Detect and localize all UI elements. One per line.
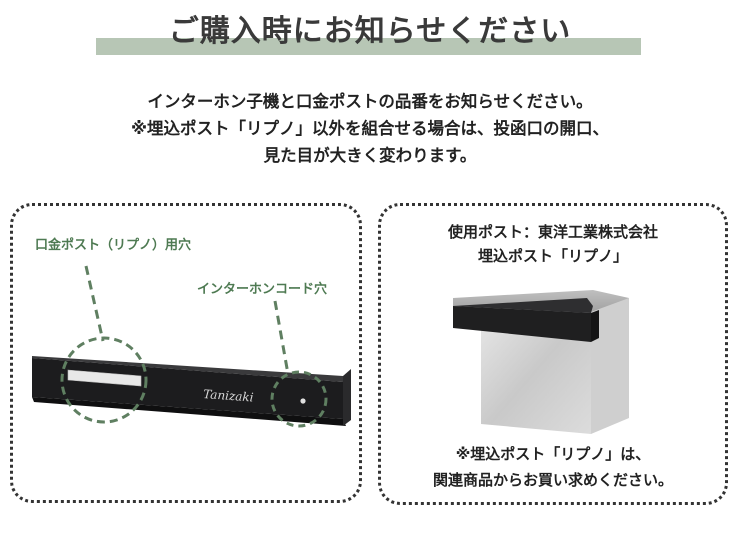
mailbox-spec-line-2: 埋込ポスト「リプノ」 [477, 247, 628, 265]
intro-line-3: 見た目が大きく変わります。 [263, 146, 477, 165]
intercom-cord-hole [300, 398, 306, 404]
mailbox-note-line-2: 関連商品からお買い求めください。 [432, 471, 673, 489]
mailbox-faceplate [453, 306, 591, 342]
plate-bottom-edge [32, 397, 346, 426]
intercom-hole-label: インターホンコード穴 [197, 282, 328, 297]
mailbox-illustration [453, 290, 629, 434]
brand-mark: Tanizaki [203, 387, 254, 404]
plate-end-bracket [343, 369, 351, 426]
intercom-highlight-circle [270, 370, 328, 428]
mailbox-faceplate-top [453, 298, 593, 313]
mailbox-side [591, 298, 629, 434]
slot-hole-label: 口金ポスト（リプノ）用穴 [35, 238, 192, 253]
intercom-leader-line [273, 300, 290, 375]
slot-highlight-circle [60, 336, 148, 424]
mail-slot-opening [67, 369, 142, 387]
intro-text: インターホン子機と口金ポストの品番をお知らせください。 ※埋込ポスト「リプノ」以… [0, 88, 740, 169]
mailbox-spec-panel: 使用ポスト：東洋工業株式会社 埋込ポスト「リプノ」 ※埋込ポスト「リプノ」は、 … [378, 203, 728, 505]
plate-top-edge [32, 356, 343, 382]
slot-leader-line [84, 265, 105, 342]
intro-line-1: インターホン子機と口金ポストの品番をお知らせください。 [147, 92, 593, 111]
mailbox-faceplate-edge [591, 310, 599, 342]
intro-line-2: ※埋込ポスト「リプノ」以外を組合せる場合は、投函口の開口、 [130, 119, 610, 138]
nameplate-illustration: Tanizaki [32, 265, 351, 428]
mailbox-spec-line-1: 使用ポスト：東洋工業株式会社 [447, 223, 658, 241]
mailbox-note-line-1: ※埋込ポスト「リプノ」は、 [455, 445, 651, 463]
title-underline-bar [96, 38, 641, 55]
nameplate-diagram-panel: 口金ポスト（リプノ）用穴 インターホンコード穴 Tanizaki [10, 203, 362, 503]
page-title: ご購入時にお知らせください [168, 14, 572, 49]
page-header: ご購入時にお知らせください [0, 0, 740, 60]
